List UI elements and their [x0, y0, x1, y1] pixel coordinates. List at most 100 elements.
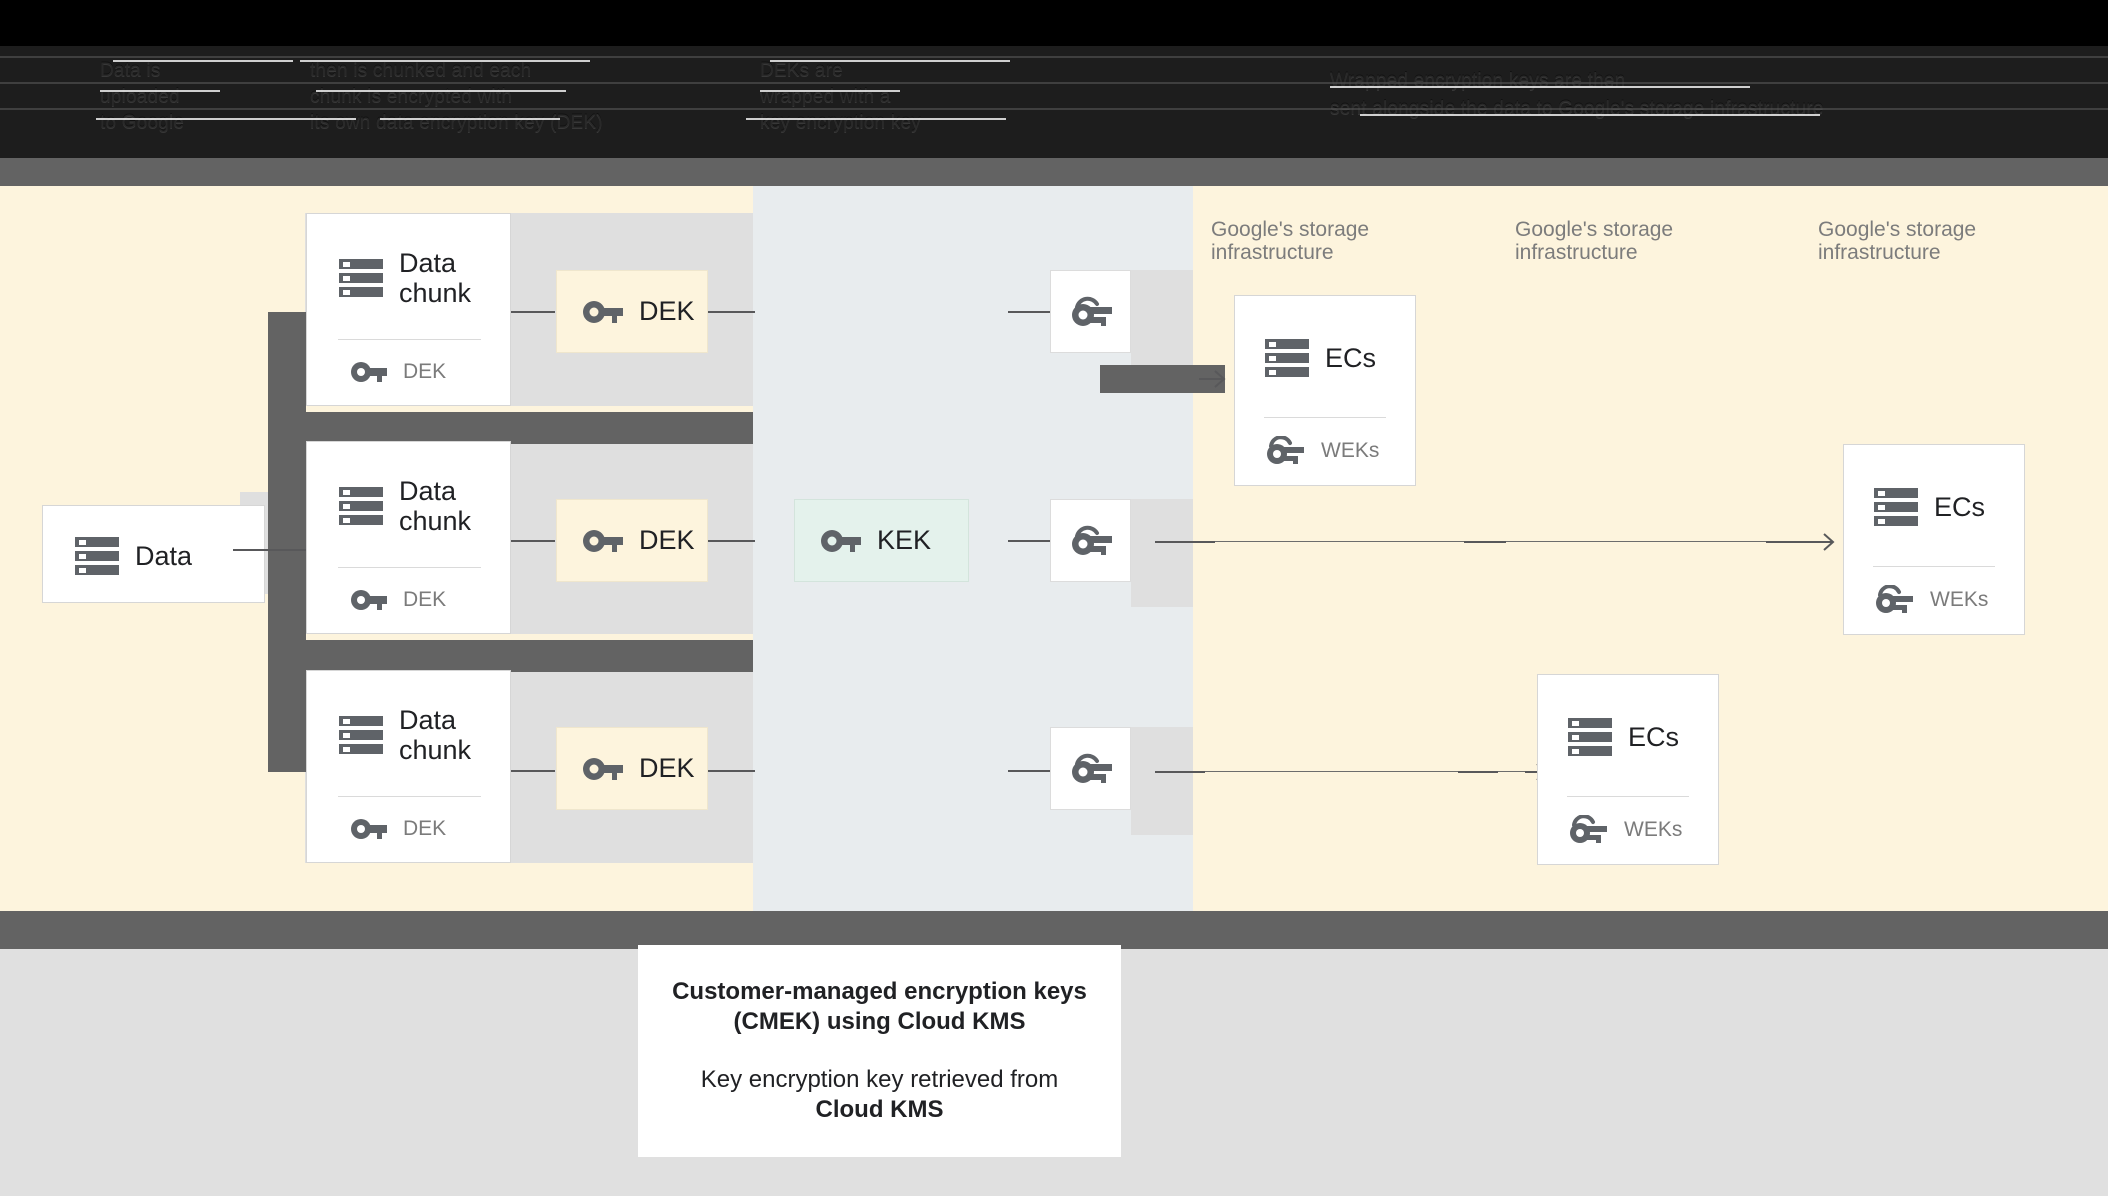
data-chunk-card[interactable]: Data chunk DEK — [306, 670, 511, 863]
dek-chip[interactable]: DEK — [556, 727, 708, 810]
key-icon — [821, 529, 861, 553]
banner-fragment: chunk is encrypted with — [310, 86, 513, 107]
arrow-to-ecs — [1810, 529, 1840, 555]
banner-fragment: uploaded — [100, 86, 180, 107]
row-separator-bar — [268, 412, 753, 444]
obscured-banner: Data is uploaded to Google then is chunk… — [0, 0, 2108, 158]
connector-dek-wrap — [708, 540, 755, 542]
banner-fragment: then is chunked and each — [310, 60, 532, 81]
fanout-spine — [268, 312, 306, 772]
storage-stack-icon — [1874, 487, 1918, 527]
connector-long-row3 — [1498, 771, 1533, 772]
kek-chip-label: KEK — [877, 525, 932, 555]
connector-long-row2 — [1766, 541, 1812, 543]
connector-dek-wrap — [708, 770, 755, 772]
data-chunk-title: Data chunk — [399, 705, 472, 765]
arrow-to-ecs — [1199, 366, 1229, 392]
dek-chip[interactable]: DEK — [556, 270, 708, 353]
banner-fragment: wrapped with a — [760, 86, 891, 107]
data-chunk-key-label: DEK — [403, 817, 447, 840]
data-chunk-key-label: DEK — [403, 360, 447, 383]
wrapped-key-card[interactable] — [1050, 499, 1131, 582]
connector-long-row2 — [1155, 541, 1215, 543]
ecs-card-title: ECs — [1934, 492, 1986, 522]
storage-stack-icon — [1568, 717, 1612, 757]
ecs-card-key-label: WEKs — [1930, 588, 1989, 611]
caption-card: Customer-managed encryption keys (CMEK) … — [638, 945, 1121, 1157]
data-chunk-card[interactable]: Data chunk DEK — [306, 213, 511, 406]
connector-long-row3 — [1205, 771, 1460, 772]
storage-infra-label: Google's storage infrastructure — [1515, 218, 1674, 264]
connector-kek-wrappedkey — [1008, 311, 1053, 313]
wrapped-key-icon — [1070, 525, 1112, 557]
wrapped-key-icon — [1070, 296, 1112, 328]
storage-stack-icon — [339, 486, 383, 526]
key-icon — [583, 757, 623, 781]
wrapped-key-icon — [1070, 753, 1112, 785]
card-divider — [338, 339, 481, 340]
storage-infra-label: Google's storage infrastructure — [1818, 218, 1977, 264]
connector-long-row2 — [1506, 541, 1768, 542]
kek-chip[interactable]: KEK — [794, 499, 969, 582]
data-chunk-key-label: DEK — [403, 588, 447, 611]
wrapped-key-backdrop — [1131, 270, 1193, 378]
ecs-card-key-label: WEKs — [1321, 439, 1380, 462]
caption-title: Customer-managed encryption keys (CMEK) … — [672, 978, 1087, 1035]
connector-chunk-dek — [511, 311, 555, 313]
card-divider — [338, 796, 481, 797]
card-divider — [1264, 417, 1386, 418]
ecs-card-title: ECs — [1325, 343, 1377, 373]
footer-divider-bar — [0, 911, 2108, 949]
banner-fragment: key encryption key — [760, 112, 921, 133]
dek-chip-label: DEK — [639, 296, 695, 326]
key-icon — [351, 818, 387, 840]
banner-fragment: its own data encryption key (DEK) — [310, 112, 603, 133]
card-divider — [338, 567, 481, 568]
data-chunk-card[interactable]: Data chunk DEK — [306, 441, 511, 634]
caption-body-line1: Key encryption key retrieved from — [700, 1066, 1059, 1093]
storage-stack-icon — [339, 715, 383, 755]
banner-fragment: Data is — [100, 60, 161, 81]
ecs-card[interactable]: ECs WEKs — [1537, 674, 1719, 865]
connector-chunk-dek — [511, 770, 555, 772]
wrapped-key-icon — [1874, 585, 1914, 615]
data-card[interactable]: Data — [42, 505, 265, 603]
wrapped-key-icon — [1568, 815, 1608, 845]
header-divider-bar — [0, 158, 2108, 186]
wrapped-key-icon — [1265, 436, 1305, 466]
wrapped-key-card[interactable] — [1050, 270, 1131, 353]
ecs-card[interactable]: ECs WEKs — [1234, 295, 1416, 486]
banner-fragment: Wrapped encryption keys are then — [1330, 70, 1626, 91]
storage-stack-icon — [75, 536, 119, 576]
storage-stack-icon — [1265, 338, 1309, 378]
key-icon — [351, 361, 387, 383]
connector-long-row3 — [1155, 771, 1205, 773]
card-divider — [1873, 566, 1995, 567]
key-icon — [583, 300, 623, 324]
wrapped-key-backdrop — [1131, 499, 1193, 607]
data-chunk-title: Data chunk — [399, 248, 472, 308]
connector-kek-wrappedkey — [1008, 770, 1053, 772]
dek-chip-label: DEK — [639, 753, 695, 783]
wrapped-key-backdrop — [1131, 727, 1193, 835]
connector-long-row3 — [1458, 771, 1498, 773]
caption-body-line2: Cloud KMS — [815, 1096, 944, 1123]
card-divider — [1567, 796, 1689, 797]
connector-chunk-dek — [511, 540, 555, 542]
banner-fragment: DEKs are — [760, 60, 843, 81]
banner-strip — [0, 46, 2108, 158]
dek-chip[interactable]: DEK — [556, 499, 708, 582]
ecs-card[interactable]: ECs WEKs — [1843, 444, 2025, 635]
data-card-label: Data — [135, 541, 193, 571]
storage-infra-label: Google's storage infrastructure — [1211, 218, 1370, 264]
key-icon — [351, 589, 387, 611]
ecs-card-key-label: WEKs — [1624, 818, 1683, 841]
connector-long-row2 — [1464, 541, 1506, 543]
wrapped-key-card[interactable] — [1050, 727, 1131, 810]
connector-dek-wrap — [708, 311, 755, 313]
connector-data-to-spine — [233, 549, 343, 551]
storage-stack-icon — [339, 258, 383, 298]
connector-kek-wrappedkey — [1008, 540, 1053, 542]
banner-fragment: to Google — [100, 112, 185, 133]
